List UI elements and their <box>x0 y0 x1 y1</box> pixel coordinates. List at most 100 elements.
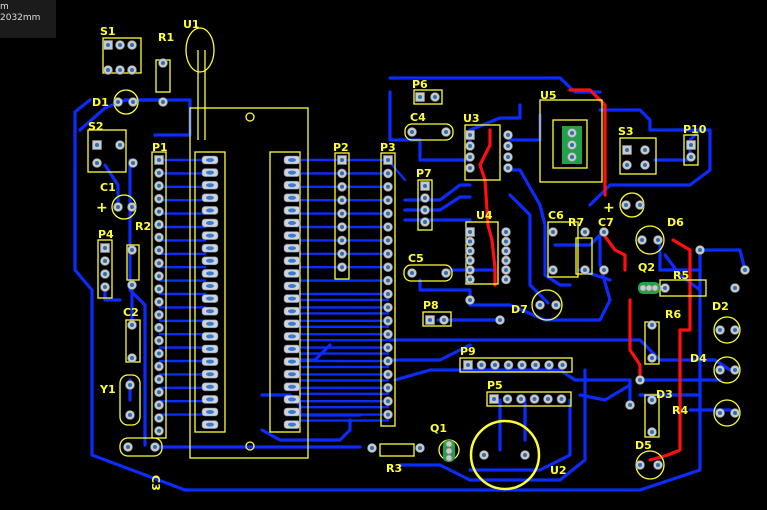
pads <box>92 40 750 470</box>
pad-hole <box>410 271 414 275</box>
label-r7: R7 <box>568 216 584 229</box>
pad-hole <box>157 351 161 356</box>
pad-hole <box>161 100 165 104</box>
pad-hole <box>423 220 427 224</box>
readout-line-3: 2032mm <box>0 13 41 23</box>
u1-pin-hole <box>206 221 214 225</box>
pad-hole <box>386 265 390 270</box>
pad-hole <box>519 397 523 401</box>
pad-hole <box>559 397 564 401</box>
u1-pin-hole <box>206 372 214 377</box>
u1-pin-hole <box>288 359 296 364</box>
u1-pin-hole <box>206 384 214 389</box>
pad-hole <box>505 397 510 401</box>
polarity-c7: + <box>603 200 615 216</box>
label-p10: P10 <box>683 123 707 136</box>
u1-pin-hole <box>288 183 296 188</box>
pad-hole <box>340 211 344 216</box>
pad-hole <box>492 397 496 401</box>
pad-hole <box>386 211 390 216</box>
pad-hole <box>532 397 537 401</box>
pad-hole <box>386 292 390 296</box>
pad-hole <box>103 246 107 250</box>
u1-pin-hole <box>288 208 296 213</box>
u1-pin-hole <box>206 296 214 301</box>
pad-hole <box>340 184 344 189</box>
pad-hole <box>468 298 472 302</box>
pad-hole <box>638 463 642 467</box>
pad-hole <box>442 318 446 322</box>
pad-hole <box>103 259 107 263</box>
pad-hole <box>386 251 390 256</box>
label-d2: D2 <box>712 300 729 313</box>
label-u2: U2 <box>550 464 567 477</box>
u1-socket-pads <box>201 155 301 429</box>
pad-hole <box>386 385 390 390</box>
pad-hole <box>504 249 508 253</box>
pad-hole <box>118 68 122 72</box>
pad-hole <box>689 155 693 159</box>
label-d5: D5 <box>635 439 652 452</box>
u1-pin-hole <box>206 208 214 213</box>
q1-pin <box>445 447 453 455</box>
u1-pin-hole <box>288 233 296 238</box>
pad-hole <box>602 268 606 272</box>
pad-hole <box>386 158 390 162</box>
u1-pin-hole <box>288 334 296 339</box>
pad-hole <box>157 299 161 304</box>
pad-hole <box>479 363 484 367</box>
u1-pin-hole <box>206 397 214 402</box>
label-q1: Q1 <box>430 422 447 435</box>
pad-hole <box>95 143 99 147</box>
pad-hole <box>506 155 510 159</box>
pad-hole <box>650 430 654 434</box>
pad-hole <box>493 363 497 367</box>
u1-pin-hole <box>206 309 214 314</box>
label-s1: S1 <box>100 25 116 38</box>
pad-hole <box>103 285 107 289</box>
pad-hole <box>506 144 510 148</box>
pad-hole <box>468 277 472 282</box>
u1-pin-hole <box>206 410 214 414</box>
label-c1: C1 <box>100 181 116 194</box>
pad-hole <box>95 161 99 165</box>
pad-hole <box>718 368 722 372</box>
pad-hole <box>386 305 390 310</box>
pad-hole <box>733 286 737 290</box>
pad-hole <box>157 377 161 382</box>
label-c5: C5 <box>408 252 424 265</box>
pad-hole <box>689 143 693 147</box>
silkscreen <box>87 27 741 491</box>
pad-hole <box>157 170 161 175</box>
pad-hole <box>468 249 472 253</box>
pad-hole <box>468 268 472 272</box>
pad-hole <box>423 196 427 200</box>
pad-hole <box>157 416 161 420</box>
pad-hole <box>130 68 134 72</box>
q1-pin <box>445 440 453 448</box>
u1-pin-hole <box>206 334 214 339</box>
pad-hole <box>130 205 134 209</box>
pad-hole <box>650 398 654 402</box>
pad-hole <box>468 239 472 244</box>
u1-pin-hole <box>288 258 296 263</box>
pad-hole <box>386 359 390 363</box>
pad-hole <box>340 158 344 162</box>
pad-hole <box>650 356 654 360</box>
label-d3: D3 <box>656 388 673 401</box>
pad-hole <box>157 235 161 240</box>
u1-pin-hole <box>206 246 214 251</box>
u1-pin-hole <box>206 183 214 188</box>
pad-hole <box>506 133 510 137</box>
pad-hole <box>386 412 390 417</box>
pad-hole <box>386 225 390 229</box>
pad-hole <box>733 411 737 415</box>
pad-hole <box>602 230 606 234</box>
pad-hole <box>498 318 502 322</box>
u1-pin-hole <box>206 422 214 427</box>
pad-hole <box>130 323 134 327</box>
q2-pin <box>645 284 653 292</box>
component-labels: S1 R1 U1 D1 S2 P1 C1 R2 P4 C2 Y1 C3 P2 P… <box>88 18 729 491</box>
pad-hole <box>444 130 448 134</box>
